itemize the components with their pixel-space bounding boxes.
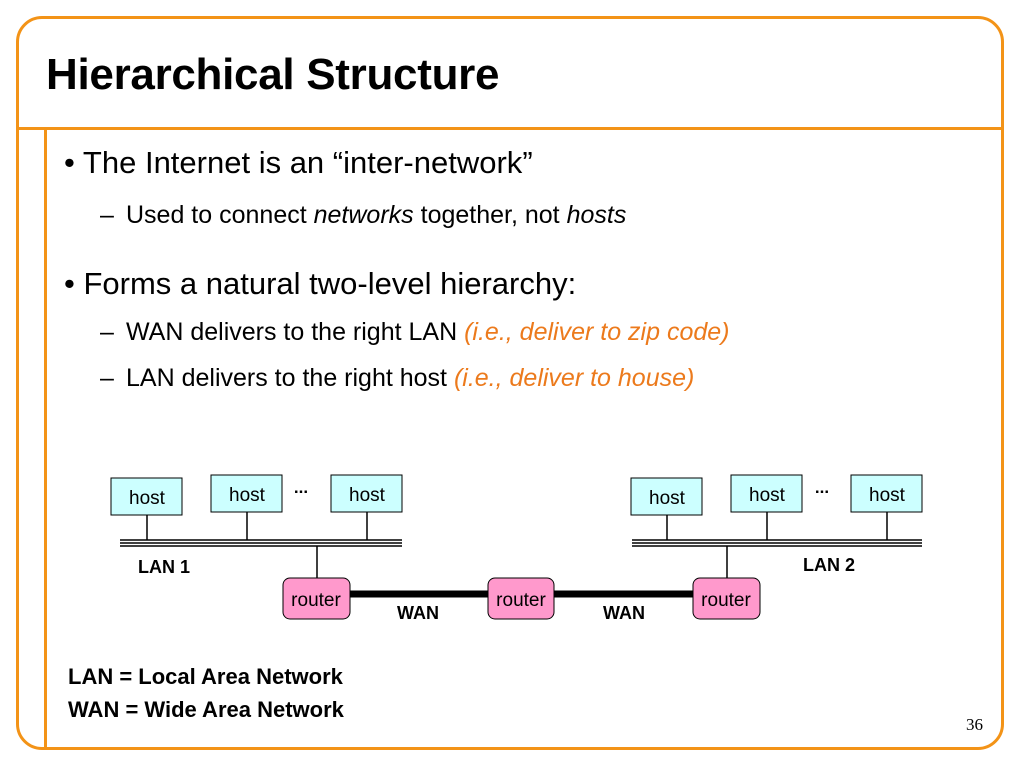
subbullet-text: WAN delivers to the right LAN: [126, 318, 465, 346]
subbullet-highlight: (i.e., deliver to zip code): [464, 318, 730, 346]
subbullet-text: Used to connect: [126, 201, 314, 229]
title-divider: [16, 127, 1004, 130]
router-label: router: [701, 590, 751, 611]
bullet-marker: •: [64, 145, 75, 180]
acronym-legend: LAN = Local Area Network WAN = Wide Area…: [68, 660, 344, 726]
bullet-marker: •: [64, 266, 75, 301]
router-label: router: [291, 590, 341, 611]
side-divider: [44, 127, 47, 750]
wan-label: WAN: [397, 603, 439, 623]
host-label: host: [869, 485, 906, 506]
bullet-quoted-term: inter-network: [343, 145, 523, 180]
bullet-text: The Internet is an: [82, 145, 333, 180]
host-node: host: [330, 474, 403, 513]
lan-1-segment: [120, 539, 402, 547]
subbullet-marker: –: [100, 318, 114, 346]
page-number: 36: [966, 715, 983, 734]
lan-1-label: LAN 1: [138, 557, 190, 577]
emphasis-hosts: hosts: [566, 201, 627, 229]
slide-title: Hierarchical Structure: [46, 50, 500, 99]
quote-open: “: [332, 145, 344, 180]
subbullet-marker: –: [100, 364, 114, 392]
host-label: host: [649, 488, 686, 509]
legend-wan: WAN = Wide Area Network: [68, 697, 344, 722]
router-node: router: [692, 577, 761, 620]
host-node: host: [850, 474, 923, 513]
lan-2-segment: [632, 539, 922, 547]
subbullet-wan-delivers: –WAN delivers to the right LAN (i.e., de…: [100, 318, 730, 347]
lan-2-label: LAN 2: [803, 555, 855, 575]
host-node: host: [110, 477, 183, 516]
legend-lan: LAN = Local Area Network: [68, 664, 343, 689]
bullet-text: Forms a natural two-level hierarchy:: [83, 266, 577, 301]
subbullet-highlight: (i.e., deliver to house): [453, 364, 695, 392]
host-node: host: [730, 474, 803, 513]
subbullet-text: LAN delivers to the right host: [126, 364, 454, 392]
host-label: host: [229, 485, 266, 506]
slide-frame: [16, 16, 1004, 750]
router-node: router: [282, 577, 351, 620]
host-label: host: [749, 485, 786, 506]
bullet-hierarchy: • Forms a natural two-level hierarchy:: [64, 266, 576, 302]
host-node: host: [210, 474, 283, 513]
host-label: host: [349, 485, 386, 506]
subbullet-marker: –: [100, 201, 114, 229]
more-hosts-ellipsis: ...: [294, 478, 308, 497]
router-node: router: [487, 577, 555, 620]
more-hosts-ellipsis: ...: [815, 478, 829, 497]
host-node: host: [630, 477, 703, 516]
subbullet-lan-delivers: –LAN delivers to the right host (i.e., d…: [100, 364, 694, 393]
router-label: router: [496, 590, 546, 611]
emphasis-networks: networks: [313, 201, 414, 229]
subbullet-connect-networks: –Used to connect networks together, not …: [100, 201, 626, 230]
subbullet-text: together, not: [413, 201, 567, 229]
wan-label: WAN: [603, 603, 645, 623]
quote-close: ”: [522, 145, 533, 180]
bullet-internet: • The Internet is an “inter-network”: [64, 145, 533, 181]
host-label: host: [129, 488, 166, 509]
